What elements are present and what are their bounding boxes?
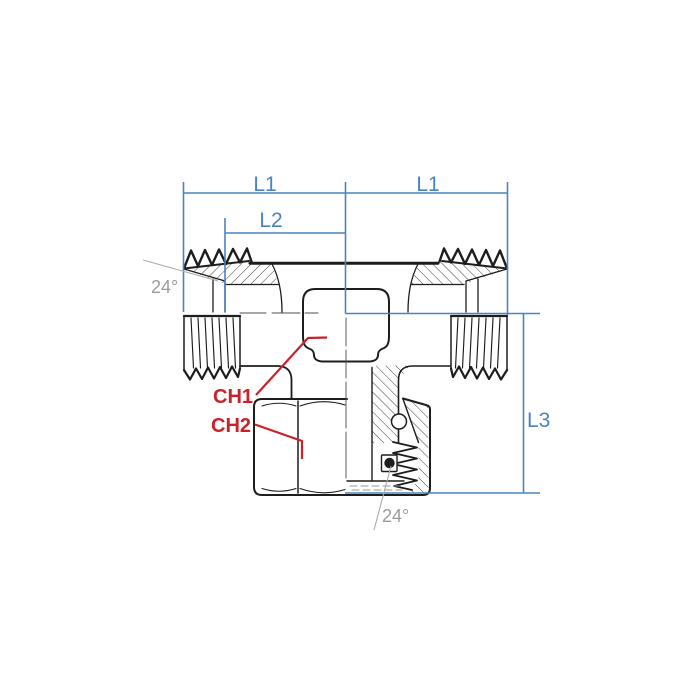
dim-label-l1-left: L1: [253, 173, 276, 196]
section-hatching-branch: [372, 365, 429, 494]
male-thread-section-zigzag-left: [182, 247, 253, 270]
cone-right: [407, 263, 508, 313]
internal-cone-lines: [349, 485, 403, 491]
body-bottom-right-stem: [397, 365, 451, 444]
centerlines: [239, 312, 347, 479]
angle-leader-bottom: [373, 465, 392, 531]
angle-label-top-left: 24°: [151, 277, 178, 297]
nut-inner-wall: [402, 398, 420, 444]
body-bottom-left: [239, 365, 293, 400]
angle-annotations: 24° 24°: [142, 259, 409, 531]
female-thread-section: [392, 441, 418, 491]
dimension-lines: [182, 182, 540, 494]
dim-label-l3: L3: [527, 409, 550, 432]
swivel-nut: [253, 366, 431, 496]
male-thread-right: [449, 314, 509, 381]
dim-label-l1-right: L1: [416, 173, 439, 196]
fitting-linework: [182, 247, 509, 496]
dim-label-l2: L2: [259, 209, 282, 232]
ch2-label: CH2: [211, 415, 251, 437]
angle-label-bottom: 24°: [382, 506, 409, 526]
callouts: CH1 CH2: [211, 336, 328, 459]
ch2-leader: [254, 423, 304, 459]
male-thread-section-zigzag-right: [438, 247, 509, 270]
ch1-label: CH1: [213, 386, 253, 408]
male-thread-left: [182, 314, 242, 381]
retaining-ball: [390, 413, 408, 430]
section-hatching-upper: [185, 261, 507, 285]
o-ring-seal: [380, 454, 398, 473]
ch1-leader: [255, 336, 328, 396]
angle-leader-top-left: [142, 259, 219, 282]
